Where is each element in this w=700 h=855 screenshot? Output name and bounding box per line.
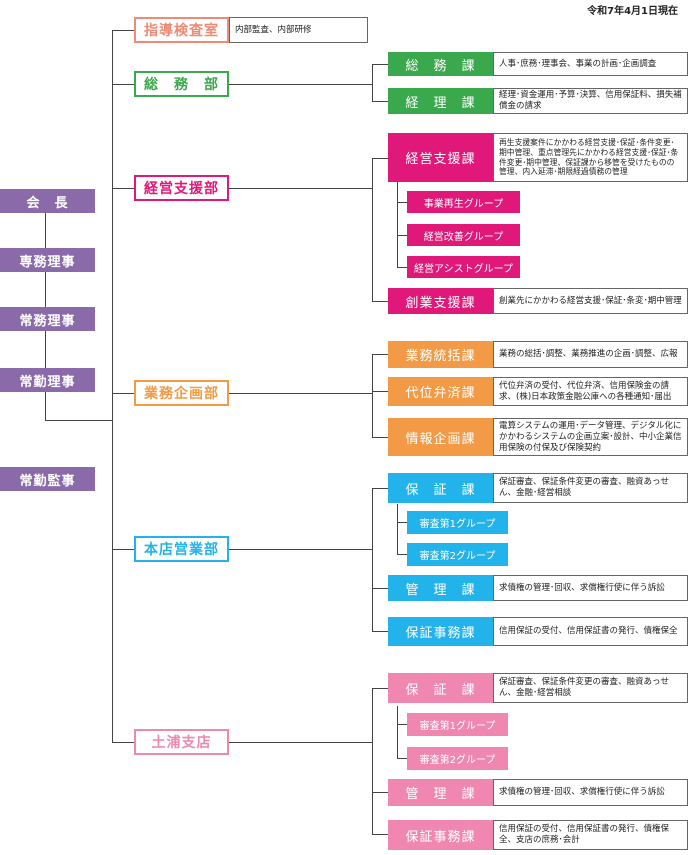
group-management-assist: 経営アシストグループ [407, 256, 520, 278]
section-subrogation: 代位弁済課 [388, 377, 493, 406]
section-startup-support-desc: 創業先にかかわる経営支援･保証･条変･期中管理 [493, 288, 688, 314]
group-review-2: 審査第2グループ [407, 543, 508, 566]
dept-business-planning: 業務企画部 [134, 380, 229, 406]
section-management-support: 経営支援課 [388, 133, 493, 182]
exec-full-time-auditor: 常勤監事 [0, 467, 95, 491]
inspection-desc: 内部監査、内部研修 [229, 17, 368, 43]
as-of-date: 令和7年4月1日現在 [587, 6, 678, 17]
section-management: 管 理 課 [388, 575, 493, 601]
branch-section-management-desc: 求債権の管理･回収、求償権行使に伴う訴訟 [493, 779, 688, 806]
branch-section-guarantee-desc: 保証審査、保証条件変更の審査、融資あっせん、金融･経営相談 [493, 673, 688, 703]
section-guarantee: 保 証 課 [388, 473, 493, 503]
section-startup-support: 創業支援課 [388, 288, 493, 314]
branch-group-review-2: 審査第2グループ [407, 747, 508, 770]
section-general-affairs: 総 務 課 [388, 52, 493, 76]
branch-section-guarantee: 保 証 課 [388, 673, 493, 703]
dept-inspection: 指導検査室 [134, 17, 229, 43]
exec-chairman: 会 長 [0, 189, 95, 213]
section-guarantee-desc: 保証審査、保証条件変更の審査、融資あっせん、金融･経営相談 [493, 473, 688, 503]
section-management-support-desc: 再生支援案件にかかわる経営支援･保証･条件変更･期中管理、重点管理先にかかわる経… [493, 133, 688, 182]
dept-tsuchiura-branch: 土浦支店 [134, 729, 229, 755]
dept-general-affairs: 総 務 部 [134, 71, 229, 97]
section-subrogation-desc: 代位弁済の受付、代位弁済、信用保険金の請求、(株)日本政策金融公庫への各種通知･… [493, 377, 688, 406]
section-business-coordination-desc: 業務の総括･調整、業務推進の企画･調整、広報 [493, 341, 688, 368]
section-accounting-desc: 経理･資金運用･予算･決算、信用保証料、損失補償金の請求 [493, 88, 688, 114]
exec-managing-director: 常務理事 [0, 307, 95, 331]
branch-section-guarantee-affairs: 保証事務課 [388, 820, 493, 850]
section-general-affairs-desc: 人事･庶務･理事会、事業の計画･企画調査 [493, 52, 688, 76]
branch-section-management: 管 理 課 [388, 779, 493, 806]
section-management-desc: 求債権の管理･回収、求償権行使に伴う訴訟 [493, 575, 688, 601]
section-information-planning: 情報企画課 [388, 418, 493, 456]
section-guarantee-affairs-desc: 信用保証の受付、信用保証書の発行、債権保全 [493, 617, 688, 646]
section-business-coordination: 業務統括課 [388, 341, 493, 368]
section-guarantee-affairs: 保証事務課 [388, 617, 493, 646]
group-business-revitalization: 事業再生グループ [407, 191, 520, 213]
section-accounting: 経 理 課 [388, 88, 493, 114]
branch-section-guarantee-affairs-desc: 信用保証の受付、信用保証書の発行、債権保全、支店の庶務･会計 [493, 820, 688, 850]
branch-group-review-1: 審査第1グループ [407, 713, 508, 736]
section-information-planning-desc: 電算システムの運用･データ管理、デジタル化にかかわるシステムの企画立案･設計、中… [493, 418, 688, 456]
exec-full-time-director: 常勤理事 [0, 368, 95, 392]
dept-head-office: 本店営業部 [134, 536, 229, 562]
group-review-1: 審査第1グループ [407, 511, 508, 534]
dept-management-support: 経営支援部 [134, 175, 229, 201]
group-management-improvement: 経営改善グループ [407, 224, 520, 246]
exec-senior-managing-director: 専務理事 [0, 248, 95, 272]
